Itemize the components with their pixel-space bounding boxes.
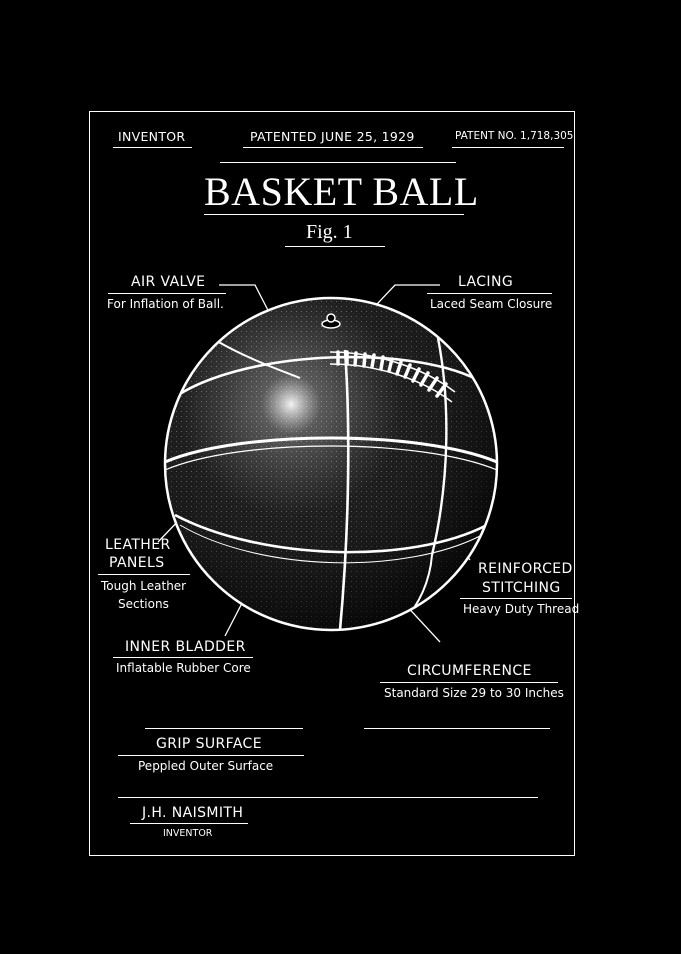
- callout-leather-panels-label-2: PANELS: [109, 555, 165, 571]
- callout-lacing-rule: [427, 293, 552, 294]
- signature-name: J.H. NAISMITH: [142, 805, 244, 821]
- ball-body: [163, 296, 499, 632]
- callout-inner-bladder-label: INNER BLADDER: [125, 639, 246, 655]
- figure-rule: [285, 246, 385, 247]
- header-patent-number: PATENT NO. 1,718,305: [455, 130, 574, 142]
- air-valve: [321, 313, 341, 329]
- callout-circumference-desc: Standard Size 29 to 30 Inches: [384, 686, 564, 700]
- callout-air-valve-rule: [108, 293, 226, 294]
- header-inventor-label: INVENTOR: [118, 129, 186, 144]
- callout-reinforced-stitching-label-1: REINFORCED: [478, 561, 573, 577]
- header-rule-center: [243, 147, 423, 148]
- header-patented-date: PATENTED JUNE 25, 1929: [250, 129, 415, 144]
- callout-air-valve-desc: For Inflation of Ball.: [107, 297, 224, 311]
- callout-air-valve-label: AIR VALVE: [131, 274, 206, 290]
- signature-role: INVENTOR: [163, 828, 213, 839]
- lacing-stitches: [336, 350, 448, 398]
- callout-reinforced-stitching-desc: Heavy Duty Thread: [463, 602, 580, 616]
- poster-frame: [89, 111, 575, 856]
- title-rule-top: [220, 162, 456, 163]
- signature-rule-top: [118, 797, 538, 798]
- callout-inner-bladder-rule: [113, 657, 253, 658]
- callout-leather-panels-desc-1: Tough Leather: [101, 579, 187, 593]
- callout-leather-panels-desc-2: Sections: [118, 597, 169, 611]
- callout-reinforced-stitching-rule: [460, 598, 572, 599]
- callout-reinforced-stitching-label-2: STITCHING: [482, 580, 561, 596]
- callout-lacing-desc: Laced Seam Closure: [430, 297, 553, 311]
- signature-rule: [130, 823, 248, 824]
- figure-label: Fig. 1: [306, 221, 353, 243]
- divider-rule-right: [364, 728, 550, 729]
- callout-lacing-label: LACING: [458, 274, 514, 290]
- header-rule-left: [113, 147, 192, 148]
- header-rule-right: [452, 147, 564, 148]
- callout-grip-surface-rule: [118, 755, 304, 756]
- callout-grip-surface-desc: Peppled Outer Surface: [138, 759, 274, 773]
- grip-surface-rule-top: [145, 728, 303, 729]
- page-title: BASKET BALL: [204, 169, 479, 214]
- callout-leather-panels-label-1: LEATHER: [105, 537, 171, 553]
- callout-circumference-label: CIRCUMFERENCE: [407, 663, 532, 679]
- title-rule-bottom: [204, 214, 464, 215]
- callout-inner-bladder-desc: Inflatable Rubber Core: [116, 661, 251, 675]
- callout-leather-panels-rule: [98, 574, 190, 575]
- callout-grip-surface-label: GRIP SURFACE: [156, 736, 262, 752]
- callout-circumference-rule: [380, 682, 558, 683]
